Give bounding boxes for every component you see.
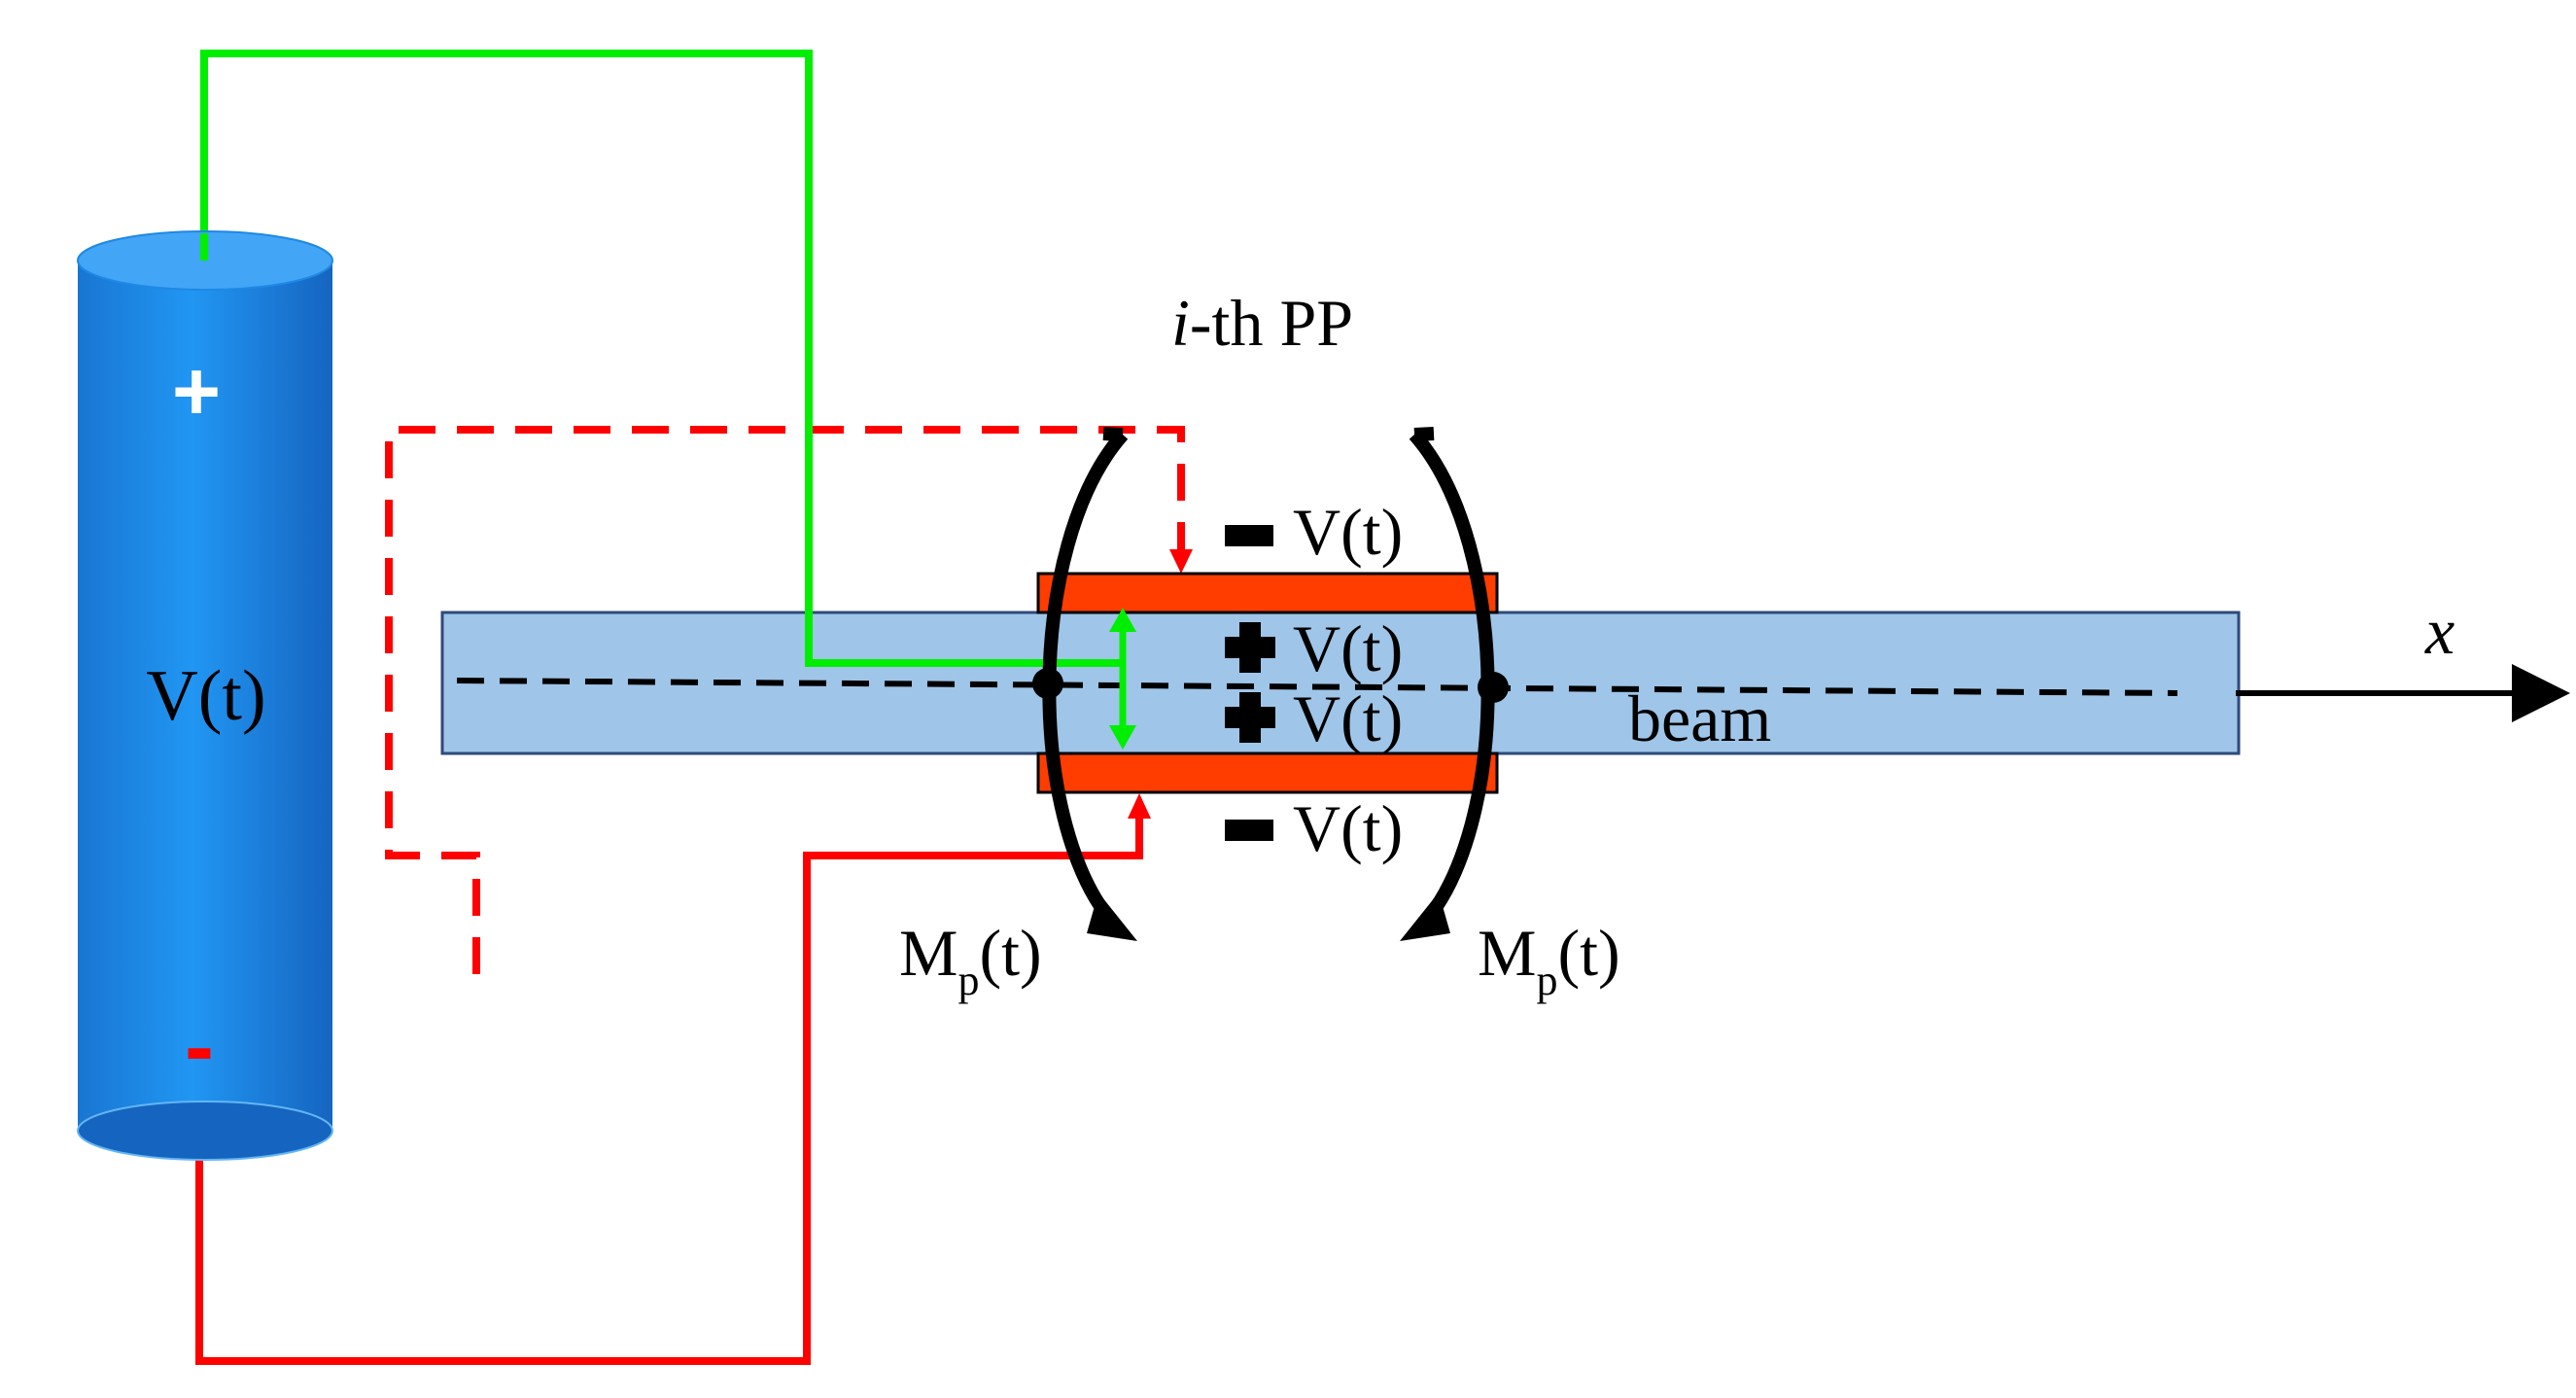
battery-label: V(t) [146, 656, 265, 736]
right-moment-label: Mp(t) [1478, 916, 1620, 1004]
x-axis-label: x [2424, 594, 2454, 668]
top-inner-voltage: V(t) [1293, 612, 1403, 685]
top-inner-sign [1225, 622, 1275, 673]
battery-plus-sign: + [172, 345, 221, 438]
left-moment-label: Mp(t) [899, 916, 1042, 1004]
negative-wire-dashed-arrowhead [1169, 549, 1193, 574]
positive-wire [200, 50, 1123, 667]
patch-title: i-th PP [1171, 286, 1353, 360]
bottom-outer-sign [1225, 820, 1273, 841]
top-outer-sign [1225, 525, 1273, 546]
beam-neutral-axis [456, 678, 2178, 696]
bottom-inner-sign [1225, 692, 1275, 743]
left-patch-node [1032, 668, 1063, 699]
negative-wire [195, 817, 1143, 1365]
patch-title-index: i [1171, 286, 1190, 360]
battery-minus-sign: - [185, 998, 214, 1096]
bottom-outer-voltage: V(t) [1293, 791, 1403, 865]
right-patch-node [1478, 672, 1509, 703]
bottom-piezo-patch [1036, 751, 1499, 794]
top-outer-voltage: V(t) [1293, 495, 1403, 569]
beam-label: beam [1628, 682, 1771, 755]
beam [440, 611, 2241, 755]
negative-wire-dashed [385, 426, 1185, 974]
patch-title-text: -th PP [1190, 286, 1353, 360]
top-piezo-patch [1036, 572, 1499, 614]
bottom-inner-voltage: V(t) [1293, 682, 1403, 755]
negative-wire-arrowhead [1128, 793, 1151, 819]
